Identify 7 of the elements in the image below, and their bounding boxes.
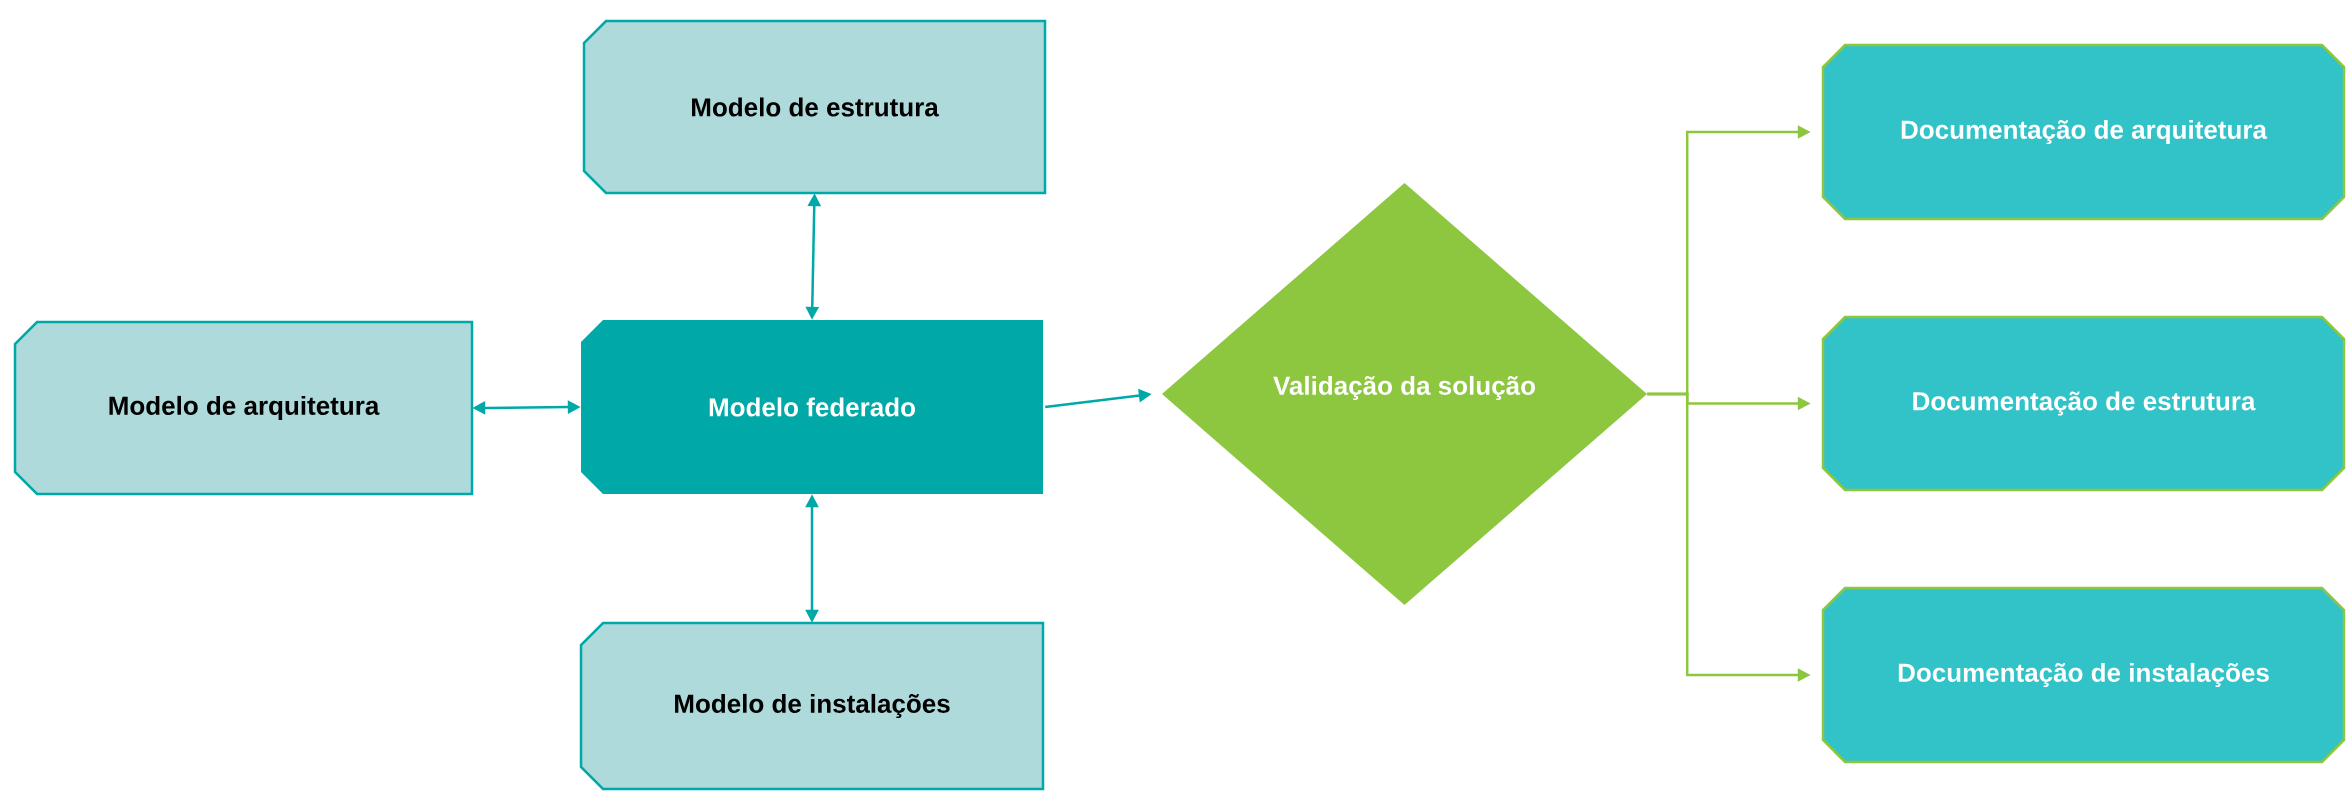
model-box: Modelo de arquitetura xyxy=(13,320,474,496)
document-box: Documentação de arquitetura xyxy=(1821,43,2346,221)
document-box: Documentação de instalações xyxy=(1821,586,2346,764)
document-box: Documentação de estrutura xyxy=(1821,315,2346,492)
model-box: Modelo de estrutura xyxy=(582,19,1047,195)
model-box: Modelo federado xyxy=(581,320,1043,494)
model-box: Modelo de instalações xyxy=(579,621,1045,791)
